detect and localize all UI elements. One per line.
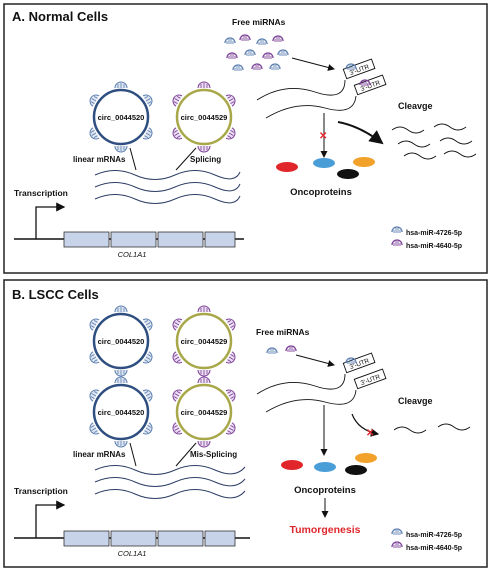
panel-a-title: A. Normal Cells [12,9,108,24]
target-mrna-b [256,373,357,413]
cleaved-fragments-b [393,423,471,434]
free-mirnas-label-b: Free miRNAs [256,327,310,337]
oncoproteins-label-b: Oncoproteins [294,485,356,496]
mrna-waves-b [94,465,246,499]
oncoproteins-a [276,157,375,179]
gene-label-b: COL1A1 [118,549,147,558]
panel-a-frame [3,3,488,274]
blocked-mark-a: ✕ [319,131,327,142]
linear-mrna-pointer-b [129,442,137,467]
legend-purple-label-a: hsa-miR-4640-5p [406,243,462,250]
tumorigenesis-label-b: Tumorgenesis [290,524,361,536]
circ-left-label-b1: circ_0044520 [98,337,145,346]
transcription-label-b: Transcription [14,486,68,496]
mrna-waves-a [94,170,241,204]
panel-b-title: B. LSCC Cells [12,287,99,302]
splicing-pointer-a [175,147,197,171]
panel-a: A. Normal Cells Free miRNAs circ_0044520 [3,3,488,274]
legend-purple-label-b: hsa-miR-4640-5p [406,545,462,552]
free-mirnas-label-a: Free miRNAs [232,17,286,27]
transcription-arrow-b [35,500,66,538]
cleavage-label-a: Cleavge [398,101,433,111]
cleavage-blocked-mark-b: ✕ [366,428,374,439]
circ-left-label-a: circ_0044520 [98,113,145,122]
gene-label-a: COL1A1 [118,250,147,259]
transcription-arrow-a [35,202,66,239]
oncoproteins-label-a: Oncoproteins [290,187,352,198]
exons-a [63,231,236,248]
cleaved-fragments-a [391,123,477,160]
panel-b-frame [3,279,488,568]
exons-b [63,530,236,547]
circ-right-label-b1: circ_0044529 [181,337,228,346]
splicing-label-a: Splicing [190,155,221,164]
circ-right-label-a: circ_0044529 [181,113,228,122]
circ-0044529-a: circ_0044529 [170,81,238,153]
mirna-to-utr-arrow-a [291,57,335,71]
legend-blue-label-a: hsa-miR-4726-5p [406,230,462,237]
cleavage-arrow-a [337,121,384,145]
linear-mrnas-label-b: linear mRNAs [73,450,126,459]
cleavage-label-b: Cleavge [398,396,433,406]
circ-0044529-b2: circ_0044529 [170,376,238,448]
linear-mrnas-label-a: linear mRNAs [73,155,126,164]
target-mrna-a [256,79,357,119]
circ-0044520-a: circ_0044520 [87,81,155,153]
legend-blue-label-b: hsa-miR-4726-5p [406,532,462,539]
linear-mrna-pointer-a [129,147,137,171]
transcription-label-a: Transcription [14,188,68,198]
circ-0044529-b1: circ_0044529 [170,305,238,377]
circ-right-label-b2: circ_0044529 [181,408,228,417]
cleavage-arrow-b [351,413,380,437]
circ-0044520-b2: circ_0044520 [87,376,155,448]
oncoproteins-b [281,453,377,475]
circ-left-label-b2: circ_0044520 [98,408,145,417]
splicing-label-b: Mis-Splicing [190,450,237,459]
splicing-pointer-b [175,442,197,467]
mirna-to-utr-arrow-b [295,354,335,367]
circ-0044520-b1: circ_0044520 [87,305,155,377]
panel-b: B. LSCC Cells circ_0044520 circ_0044529 [3,279,488,568]
